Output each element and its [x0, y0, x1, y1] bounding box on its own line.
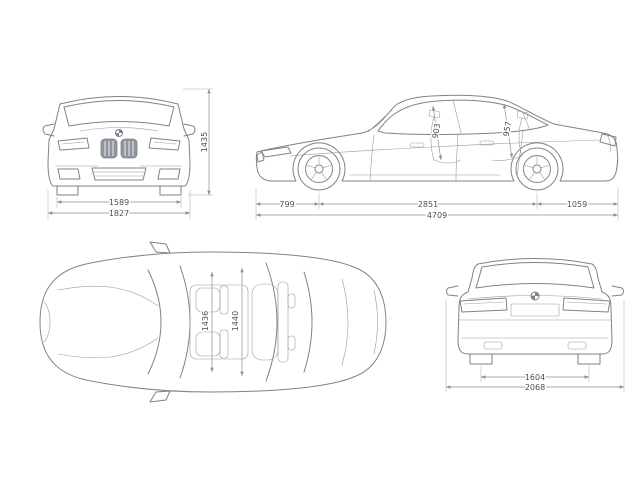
taillight-detail [566, 301, 607, 305]
roof-panel [189, 284, 249, 360]
rear-edge-line [373, 289, 378, 355]
exhaust-left [483, 341, 503, 350]
door-cut [455, 134, 459, 182]
windshield-base [147, 269, 162, 375]
intake-slats [93, 171, 145, 177]
dim-rear-interior-width: 1440 [231, 311, 240, 331]
front-body-outline [47, 96, 191, 187]
hood-line-bottom [57, 337, 159, 359]
top-body-outline [39, 251, 387, 393]
rear-window-rear [303, 271, 313, 373]
b-pillar-line [452, 99, 462, 134]
rear-wheel [515, 147, 559, 191]
dim-front-overall-width: 1827 [109, 209, 129, 218]
side-view: 903 957 [255, 94, 619, 191]
dim-width-with-mirrors: 2068 [525, 383, 545, 392]
headlight-detail [153, 141, 177, 145]
trunk-line [341, 278, 349, 366]
dim-overall-height: 1435 [200, 132, 209, 152]
front-tire-right [159, 185, 182, 196]
front-bumper-arc [43, 301, 51, 343]
brand-roundel-icon [115, 129, 123, 137]
front-view [42, 96, 196, 196]
rear-body-outline [457, 258, 613, 355]
side-view-dimensions: 799 2851 1059 4709 [255, 188, 619, 222]
dim-front-interior-width: 1436 [201, 311, 210, 331]
front-hood-crease [79, 127, 159, 132]
dim-rear-track: 1604 [525, 373, 545, 382]
dim-front-interior: 903 [431, 123, 443, 140]
front-headlight-right [148, 137, 181, 151]
exhaust-right [567, 341, 587, 350]
front-headlight-left [57, 137, 90, 151]
a-pillar-line [367, 109, 393, 133]
trunk-shut-line [606, 133, 611, 153]
left-mirror-icon [42, 123, 55, 137]
front-side-intake-left [57, 168, 81, 180]
rear-roundel-icon [530, 291, 540, 301]
rear-mirror-right [611, 285, 624, 297]
top-mirror-left [149, 241, 171, 254]
dim-overall-length: 4709 [427, 211, 447, 220]
top-view [39, 241, 387, 403]
interior-dimensions: 903 957 [429, 103, 515, 161]
dim-rear-interior: 957 [502, 121, 514, 138]
taillight-left [459, 297, 508, 313]
rear-tire-right [577, 353, 601, 365]
kidney-grille [100, 138, 138, 159]
interior-seats [428, 109, 529, 164]
hood-line-top [57, 285, 159, 307]
rear-view [446, 258, 624, 365]
quarter-window-line [521, 110, 531, 131]
top-mirror-right [149, 390, 171, 403]
dim-front-overhang: 799 [279, 200, 294, 209]
side-taillight [599, 133, 617, 147]
rear-window [475, 262, 595, 289]
side-headlight [260, 146, 292, 158]
windshield-top [179, 265, 191, 379]
top-view-dimensions: 1436 1440 [200, 268, 244, 376]
front-windshield [63, 100, 175, 127]
front-center-intake [91, 167, 147, 181]
side-grille [256, 151, 265, 163]
door-handle-rear [479, 140, 495, 146]
dim-rear-overhang: 1059 [567, 200, 587, 209]
door-handle-front [409, 142, 425, 148]
side-body-outline [255, 94, 619, 182]
dim-wheelbase: 2851 [418, 200, 438, 209]
front-door-cut [369, 134, 375, 181]
front-tire-left [56, 185, 79, 196]
rear-door-cut [516, 130, 524, 177]
front-wheel [297, 147, 341, 191]
headlight-detail [61, 141, 85, 145]
rear-tire-left [469, 353, 493, 365]
dim-front-track-width: 1589 [109, 198, 129, 207]
top-seats [195, 281, 296, 363]
front-view-dimensions: 1589 1827 1435 [47, 88, 213, 220]
character-line [289, 139, 601, 157]
rear-window-front [265, 262, 278, 382]
right-mirror-icon [183, 123, 196, 137]
taillight-detail [463, 301, 504, 305]
rear-mirror-left [446, 285, 459, 297]
taillight-right [562, 297, 611, 313]
front-side-intake-right [157, 168, 181, 180]
license-plate-recess [510, 303, 560, 317]
rear-view-dimensions: 1604 2068 [445, 300, 625, 394]
side-glasshouse [377, 99, 549, 135]
